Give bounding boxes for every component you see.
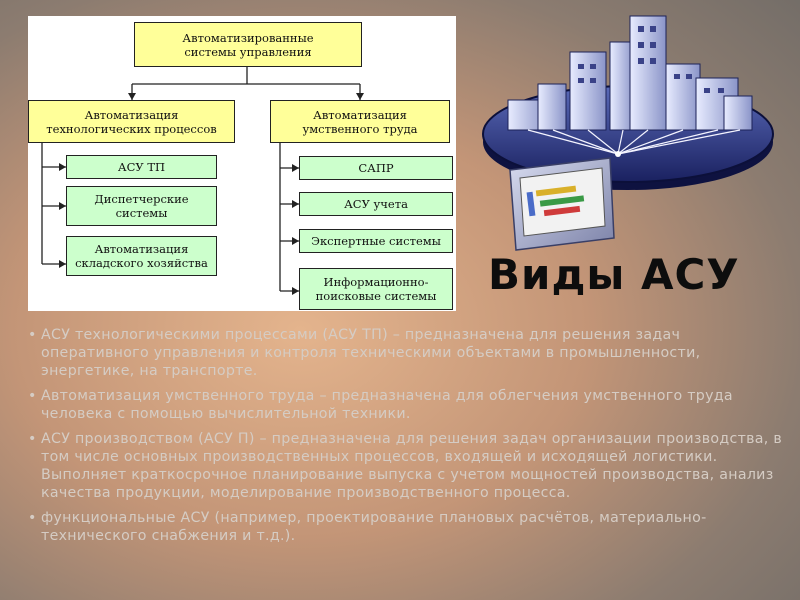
- slide-title: Виды АСУ: [488, 250, 740, 299]
- diagram-node-asu-accounting: АСУ учета: [299, 192, 453, 216]
- bullet-item: функциональные АСУ (например, проектиров…: [28, 509, 788, 545]
- diagram-node-warehouse-automation: Автоматизация складского хозяйства: [66, 236, 217, 276]
- diagram-node-info-retrieval: Информационно- поисковые системы: [299, 268, 453, 310]
- diagram-node-mental-work-automation: Автоматизация умственного труда: [270, 100, 450, 143]
- diagram-node-dispatch-systems: Диспетчерские системы: [66, 186, 217, 226]
- diagram-node-sapr: САПР: [299, 156, 453, 180]
- bullet-item: Автоматизация умственного труда – предна…: [28, 387, 788, 423]
- asu-hierarchy-diagram: Автоматизированные системы управления Ав…: [28, 16, 456, 311]
- computer-monitor-icon: [509, 157, 615, 251]
- bullet-item: АСУ технологическими процессами (АСУ ТП)…: [28, 326, 788, 380]
- bullet-item: АСУ производством (АСУ П) – предназначен…: [28, 430, 788, 502]
- diagram-connectors: [41, 67, 364, 295]
- diagram-node-tech-process-automation: Автоматизация технологических процессов: [28, 100, 235, 143]
- diagram-node-expert-systems: Экспертные системы: [299, 229, 453, 253]
- diagram-node-asu-tp: АСУ ТП: [66, 155, 217, 179]
- city-network-illustration: [478, 12, 778, 252]
- diagram-root-node: Автоматизированные системы управления: [134, 22, 362, 67]
- bullet-list: АСУ технологическими процессами (АСУ ТП)…: [28, 326, 788, 552]
